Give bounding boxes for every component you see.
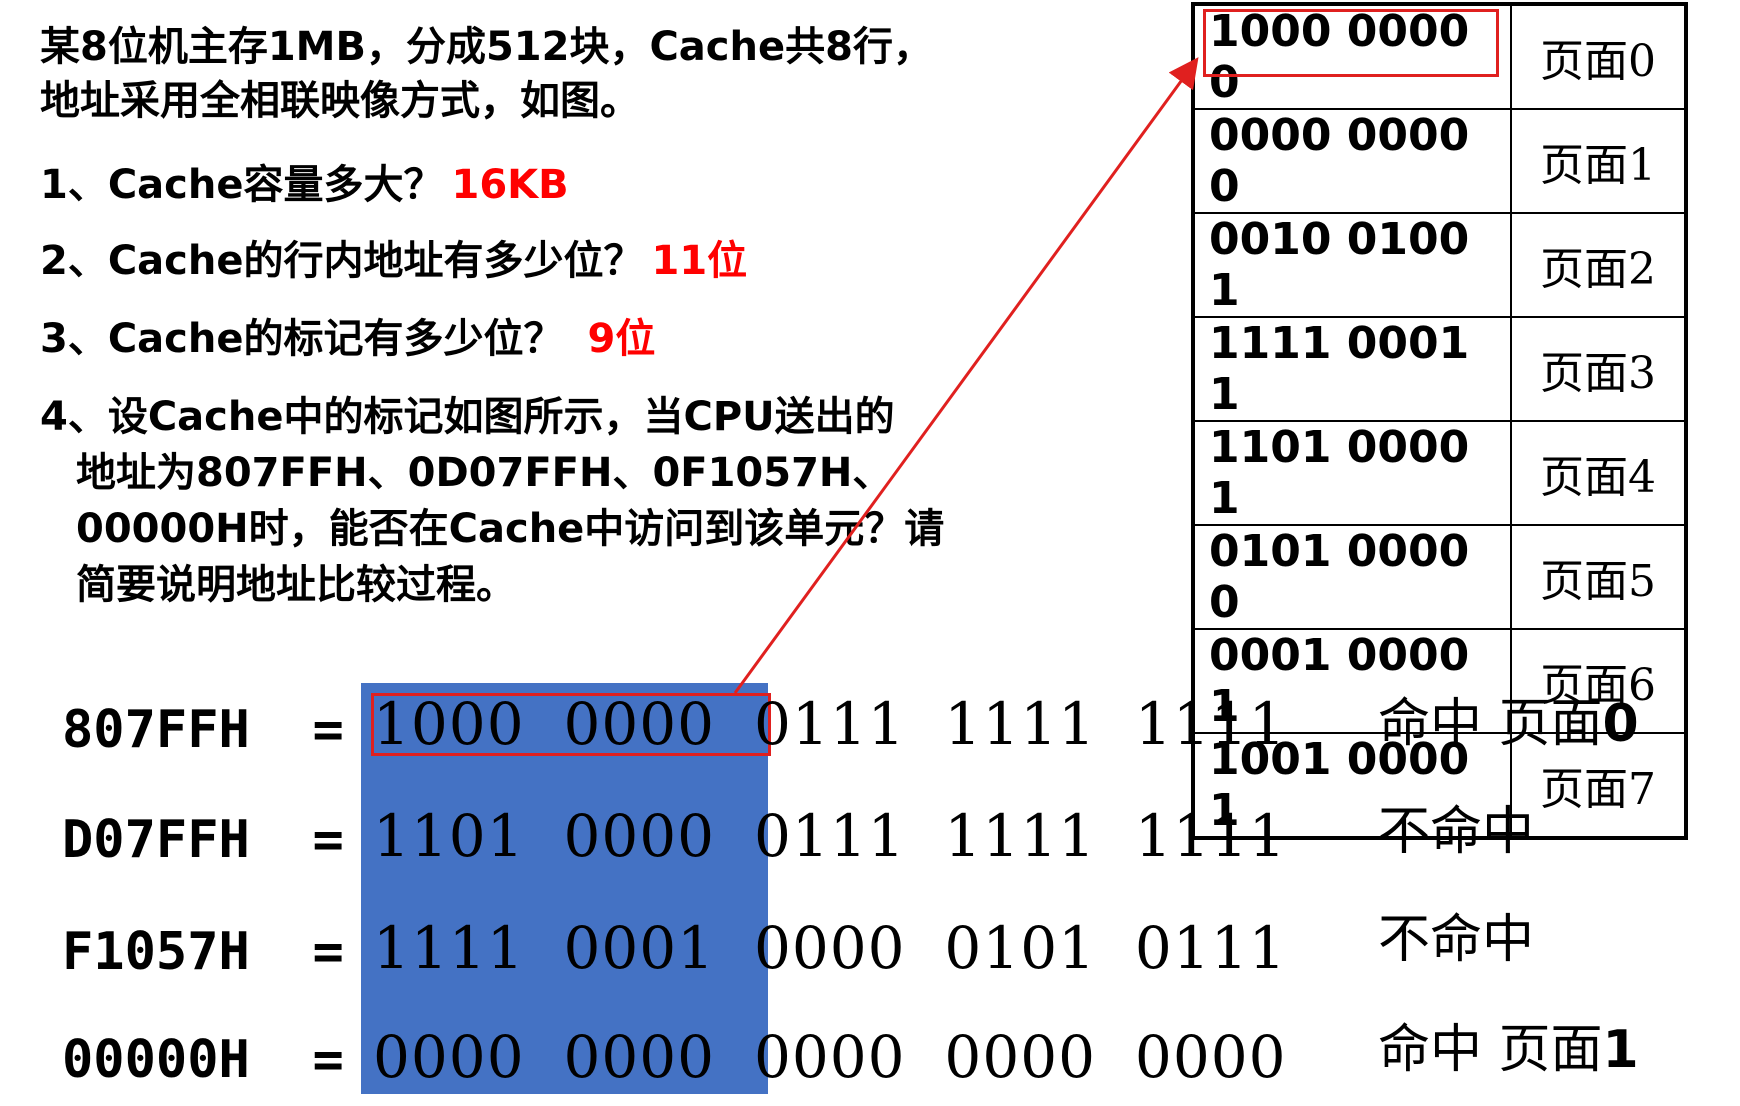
page-cell: 页面5 [1510, 524, 1687, 630]
question-2: 2、Cache的行内地址有多少位？11位 [40, 236, 747, 286]
intro-line-1: 某8位机主存1MB，分成512块，Cache共8行， [40, 24, 933, 70]
compare-arrow [733, 57, 1199, 694]
tag-cell: 1111 0001 1 [1192, 316, 1512, 422]
tag-cell: 0010 0100 1 [1192, 212, 1512, 318]
tag-row: 1001 0000 1 页面7 [1192, 732, 1687, 839]
page-cell: 页面0 [1510, 3, 1687, 110]
result-page-number: 1 [1602, 1020, 1639, 1080]
result-page-number: 0 [1602, 694, 1639, 754]
question-3: 3、Cache的标记有多少位？ 9位 [40, 314, 655, 364]
address-binary: 1101 0000 0111 1111 1111 [373, 802, 1287, 870]
address-binary: 1111 0001 0000 0101 0111 [373, 914, 1287, 982]
tag-row: 1101 0000 1 页面4 [1192, 420, 1687, 526]
question-4-line-2: 地址为807FFH、0D07FFH、0F1057H、 [76, 450, 893, 496]
address-tag-highlight-box [371, 693, 771, 756]
tag-row: 0001 0000 1 页面6 [1192, 628, 1687, 734]
tag-cell: 1101 0000 1 [1192, 420, 1512, 526]
address-label-807FFH: 807FFH = [62, 700, 344, 760]
answer-2: 11位 [651, 238, 748, 284]
result-text: 命中 页面 [1378, 694, 1603, 754]
page-cell: 页面2 [1510, 212, 1687, 318]
tag-row: 0010 0100 1 页面2 [1192, 212, 1687, 318]
tag-row: 1111 0001 1 页面3 [1192, 316, 1687, 422]
page-cell: 页面3 [1510, 316, 1687, 422]
hit-result: 命中 页面0 [1378, 692, 1639, 756]
page-cell: 页面1 [1510, 108, 1687, 214]
question-3-text: 3、Cache的标记有多少位？ [40, 316, 564, 362]
page-cell: 页面6 [1510, 628, 1687, 734]
tag-cell: 0101 0000 0 [1192, 524, 1512, 630]
address-label-D07FFH: D07FFH = [62, 810, 344, 870]
hit-result: 命中 页面1 [1378, 1018, 1639, 1082]
question-4-line-3: 00000H时，能否在Cache中访问到该单元？请 [76, 506, 945, 552]
address-binary: 0000 0000 0000 0000 0000 [373, 1023, 1287, 1091]
address-label-F1057H: F1057H = [62, 922, 344, 982]
page-cell: 页面4 [1510, 420, 1687, 526]
question-1-text: 1、Cache容量多大？ [40, 162, 444, 208]
miss-result: 不命中 [1378, 908, 1534, 972]
result-text: 不命中 [1378, 910, 1535, 970]
address-binary: 1000 0000 0111 1111 1111 [373, 690, 1287, 758]
address-label-00000H: 00000H = [62, 1030, 344, 1090]
question-1: 1、Cache容量多大？16KB [40, 160, 569, 210]
answer-3: 9位 [587, 316, 656, 362]
tag-cell: 0001 0000 1 [1192, 628, 1512, 734]
answer-1: 16KB [451, 162, 569, 208]
result-text: 不命中 [1378, 802, 1535, 862]
tag-field-highlight [361, 683, 768, 1094]
tag-row: 0101 0000 0 页面5 [1192, 524, 1687, 630]
cache-tag-table: 1000 0000 0 页面0 0000 0000 0 页面1 0010 010… [1191, 2, 1688, 840]
tag-row: 1000 0000 0 页面0 [1192, 3, 1687, 110]
miss-result: 不命中 [1378, 800, 1534, 864]
tag-cell: 1000 0000 0 [1192, 3, 1512, 110]
question-2-text: 2、Cache的行内地址有多少位？ [40, 238, 644, 284]
question-4-line-4: 简要说明地址比较过程。 [76, 562, 516, 608]
result-text: 命中 页面 [1378, 1020, 1603, 1080]
tag-row: 0000 0000 0 页面1 [1192, 108, 1687, 214]
question-4-line-1: 4、设Cache中的标记如图所示，当CPU送出的 [40, 394, 895, 440]
tag-highlight-box [1203, 9, 1499, 77]
tag-cell: 1001 0000 1 [1192, 732, 1512, 839]
tag-cell: 0000 0000 0 [1192, 108, 1512, 214]
intro-line-2: 地址采用全相联映像方式，如图。 [40, 78, 640, 124]
page-cell: 页面7 [1510, 732, 1687, 839]
